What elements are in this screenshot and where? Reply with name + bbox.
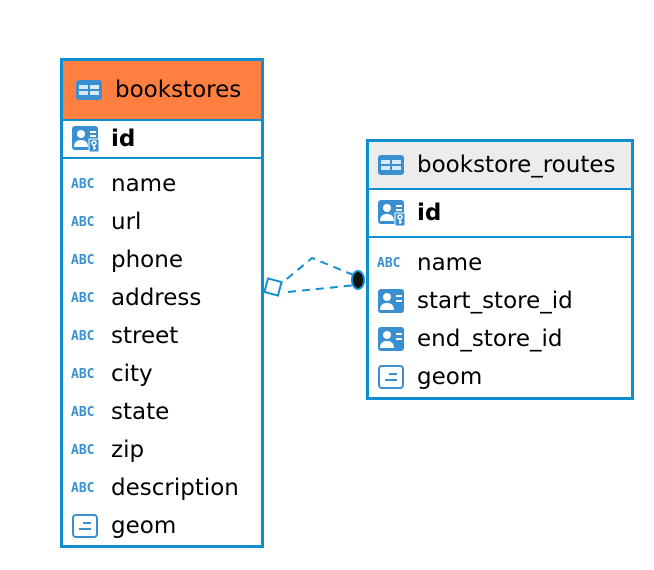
primary-key-icon xyxy=(377,198,411,228)
abc-icon: ABC xyxy=(71,283,105,313)
entity-title: bookstores xyxy=(115,77,242,103)
abc-icon: ABC xyxy=(71,435,105,465)
abc-text: ABC xyxy=(71,214,95,230)
abc-icon: ABC xyxy=(71,397,105,427)
foreign-key-icon xyxy=(377,286,411,316)
abc-text: ABC xyxy=(71,290,95,306)
abc-icon: ABC xyxy=(71,473,105,503)
column-label: id xyxy=(111,126,136,152)
column-row[interactable]: geom xyxy=(63,507,261,545)
column-label: address xyxy=(111,285,202,311)
abc-icon: ABC xyxy=(71,359,105,389)
abc-icon: ABC xyxy=(377,248,411,278)
column-label: id xyxy=(417,200,442,226)
abc-text: ABC xyxy=(377,255,401,271)
column-row[interactable]: end_store_id xyxy=(369,320,631,358)
abc-text: ABC xyxy=(71,366,95,382)
geometry-icon xyxy=(377,362,411,392)
column-row[interactable]: ABC address xyxy=(63,279,261,317)
column-label: phone xyxy=(111,247,183,273)
abc-text: ABC xyxy=(71,328,95,344)
table-icon xyxy=(377,150,411,180)
primary-key-row[interactable]: id xyxy=(369,190,631,238)
relationship-line-lower[interactable] xyxy=(287,284,357,293)
column-label: city xyxy=(111,361,153,387)
table-icon xyxy=(75,75,109,105)
entity-bookstore-routes[interactable]: bookstore_routes id ABC name start_store_i… xyxy=(366,139,634,400)
entity-header[interactable]: bookstore_routes xyxy=(369,142,631,190)
column-label: end_store_id xyxy=(417,326,563,352)
abc-text: ABC xyxy=(71,252,95,268)
column-label: zip xyxy=(111,437,145,463)
column-label: geom xyxy=(417,364,483,390)
entity-title: bookstore_routes xyxy=(417,152,616,178)
abc-text: ABC xyxy=(71,176,95,192)
column-row[interactable]: ABC name xyxy=(369,244,631,282)
column-row[interactable]: ABC url xyxy=(63,203,261,241)
abc-icon: ABC xyxy=(71,169,105,199)
column-row[interactable]: geom xyxy=(369,358,631,396)
geometry-icon xyxy=(71,511,105,541)
column-row[interactable]: start_store_id xyxy=(369,282,631,320)
relationship-dot-end xyxy=(351,270,365,290)
column-label: state xyxy=(111,399,170,425)
column-row[interactable]: ABC zip xyxy=(63,431,261,469)
abc-icon: ABC xyxy=(71,245,105,275)
relationship-line-upper[interactable] xyxy=(275,256,357,289)
column-label: street xyxy=(111,323,179,349)
column-row[interactable]: ABC phone xyxy=(63,241,261,279)
foreign-key-icon xyxy=(377,324,411,354)
abc-icon: ABC xyxy=(71,207,105,237)
column-label: geom xyxy=(111,513,177,539)
column-label: name xyxy=(111,171,177,197)
column-label: start_store_id xyxy=(417,288,573,314)
column-row[interactable]: ABC city xyxy=(63,355,261,393)
column-label: description xyxy=(111,475,239,501)
abc-text: ABC xyxy=(71,442,95,458)
primary-key-icon xyxy=(71,124,105,154)
column-label: name xyxy=(417,250,483,276)
column-row[interactable]: ABC name xyxy=(63,165,261,203)
abc-text: ABC xyxy=(71,480,95,496)
entity-header[interactable]: bookstores xyxy=(63,61,261,121)
column-row[interactable]: ABC street xyxy=(63,317,261,355)
primary-key-row[interactable]: id xyxy=(63,121,261,159)
abc-icon: ABC xyxy=(71,321,105,351)
column-row[interactable]: ABC description xyxy=(63,469,261,507)
abc-text: ABC xyxy=(71,404,95,420)
relationship-diamond-end xyxy=(263,277,283,297)
column-label: url xyxy=(111,209,142,235)
column-row[interactable]: ABC state xyxy=(63,393,261,431)
